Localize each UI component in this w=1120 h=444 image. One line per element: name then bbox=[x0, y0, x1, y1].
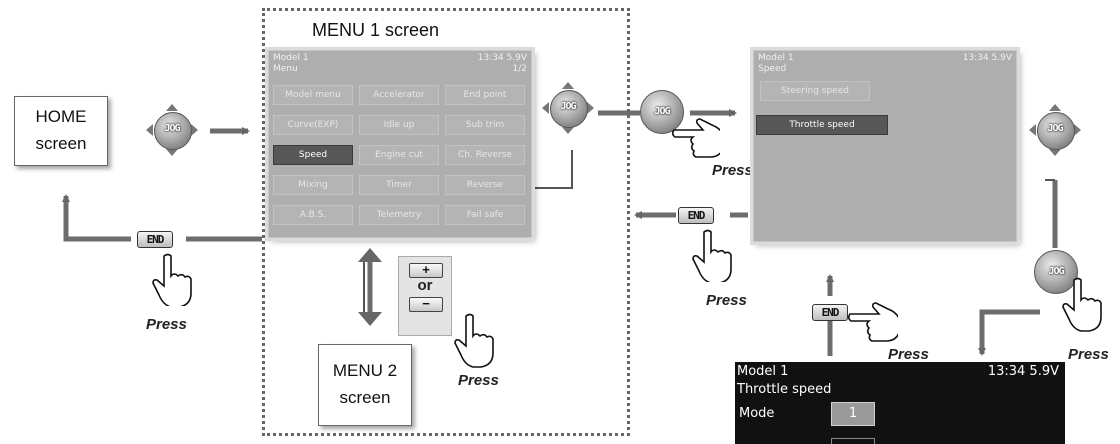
jog-label: JOG bbox=[560, 101, 576, 112]
throttle-speed-screen: Model 1 13:34 5.9V Throttle speed Mode 1 bbox=[735, 362, 1065, 444]
press-label: Press bbox=[458, 372, 499, 389]
menu1-item[interactable]: Speed bbox=[273, 145, 353, 165]
press-label: Press bbox=[706, 292, 747, 309]
end-label: END bbox=[687, 209, 706, 222]
home-box-line2: screen bbox=[35, 134, 87, 153]
menu1-item[interactable]: Mixing bbox=[273, 175, 353, 195]
home-screen-box: HOME screen bbox=[14, 96, 108, 166]
speed-model: Model 1 bbox=[758, 53, 794, 63]
hand-press-icon bbox=[692, 229, 732, 282]
hand-press-icon bbox=[671, 118, 720, 158]
hand-press-icon bbox=[1062, 277, 1102, 332]
menu1-item[interactable]: Telemetry bbox=[359, 205, 439, 225]
next-field-box bbox=[831, 438, 875, 444]
menu1-item[interactable]: Idle up bbox=[359, 115, 439, 135]
press-label: Press bbox=[712, 162, 753, 179]
mode-label: Mode bbox=[739, 406, 775, 421]
menu1-item[interactable]: Ch. Reverse bbox=[445, 145, 525, 165]
home-box-line1: HOME bbox=[35, 107, 87, 126]
menu1-item[interactable]: End point bbox=[445, 85, 525, 105]
press-label: Press bbox=[146, 316, 187, 333]
minus-key[interactable]: − bbox=[409, 297, 443, 312]
speed-time-voltage: 13:34 5.9V bbox=[962, 53, 1012, 63]
jog-label: JOG bbox=[654, 106, 670, 117]
press-label: Press bbox=[888, 346, 929, 363]
menu1-item[interactable]: Reverse bbox=[445, 175, 525, 195]
speed-section: Speed bbox=[758, 64, 787, 74]
menu1-time-voltage: 13:34 5.9V bbox=[477, 53, 527, 63]
mode-value[interactable]: 1 bbox=[831, 402, 875, 426]
menu1-title: MENU 1 screen bbox=[312, 20, 440, 40]
throttle-title: Throttle speed bbox=[737, 382, 832, 397]
menu1-page: 1/2 bbox=[512, 64, 527, 74]
menu2-box-line2: screen bbox=[339, 388, 391, 407]
jog-label: JOG bbox=[164, 123, 180, 134]
jog-dial-icon[interactable]: JOG bbox=[542, 82, 594, 134]
jog-press-button[interactable]: JOG bbox=[640, 90, 684, 134]
menu2-box-line1: MENU 2 bbox=[332, 361, 398, 380]
plus-key[interactable]: + bbox=[409, 263, 443, 278]
menu1-item[interactable]: Timer bbox=[359, 175, 439, 195]
hand-press-icon bbox=[454, 313, 494, 368]
end-button[interactable]: END bbox=[678, 207, 714, 224]
throttle-model: Model 1 bbox=[737, 364, 789, 379]
speed-screen: Model 1 13:34 5.9V Speed Steering speed … bbox=[753, 50, 1017, 242]
jog-press-button[interactable]: JOG bbox=[1034, 250, 1078, 294]
jog-label: JOG bbox=[1048, 266, 1064, 277]
menu1-item[interactable]: Sub trim bbox=[445, 115, 525, 135]
throttle-time-voltage: 13:34 5.9V bbox=[987, 364, 1059, 379]
menu1-item[interactable]: Engine cut bbox=[359, 145, 439, 165]
menu2-screen-box: MENU 2 screen bbox=[318, 344, 412, 426]
menu1-item[interactable]: Accelerator bbox=[359, 85, 439, 105]
speed-item-steering[interactable]: Steering speed bbox=[760, 81, 870, 101]
speed-item-throttle[interactable]: Throttle speed bbox=[756, 115, 888, 135]
menu1-screen: Model 1 13:34 5.9V Menu 1/2 Model menu Ac… bbox=[268, 50, 532, 238]
plus-minus-keys: + or − bbox=[398, 256, 452, 336]
press-label: Press bbox=[1068, 346, 1109, 363]
hand-press-icon bbox=[152, 253, 192, 306]
jog-dial-icon[interactable]: JOG bbox=[146, 104, 198, 156]
menu1-model: Model 1 bbox=[273, 53, 309, 63]
jog-label: JOG bbox=[1047, 123, 1063, 134]
end-label: END bbox=[821, 306, 840, 319]
or-label: or bbox=[417, 277, 433, 294]
menu1-section: Menu bbox=[273, 64, 298, 74]
menu1-item[interactable]: Fail safe bbox=[445, 205, 525, 225]
menu1-item[interactable]: A.B.S. bbox=[273, 205, 353, 225]
hand-press-icon bbox=[847, 302, 898, 342]
menu1-group-border bbox=[262, 8, 630, 436]
jog-dial-icon[interactable]: JOG bbox=[1029, 104, 1081, 156]
end-button[interactable]: END bbox=[812, 304, 848, 321]
end-button[interactable]: END bbox=[137, 231, 173, 248]
menu1-item[interactable]: Model menu bbox=[273, 85, 353, 105]
menu1-item[interactable]: Curve(EXP) bbox=[273, 115, 353, 135]
end-label: END bbox=[146, 233, 165, 246]
